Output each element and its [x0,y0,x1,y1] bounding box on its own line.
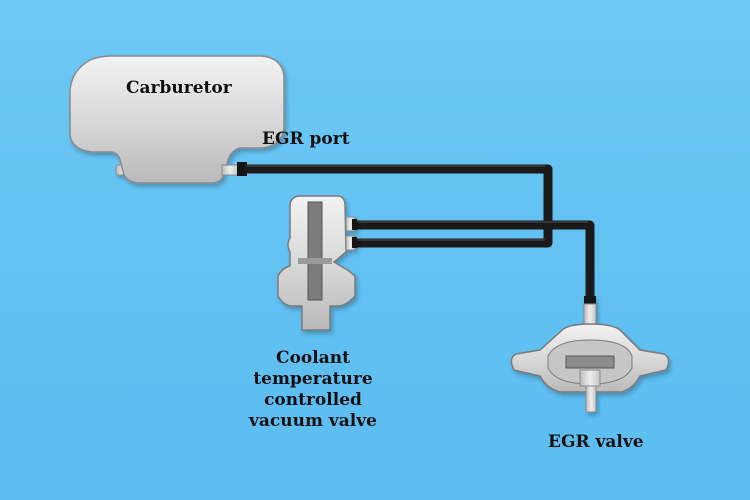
hose-highlights [246,165,588,241]
egr-valve-body [510,296,670,413]
carburetor-label: Carburetor [126,78,232,98]
hose-valve-to-egr [355,220,595,300]
coolant-valve-label-line-1: Coolant [276,348,350,368]
coolant-valve-label-line-3: controlled [264,390,362,410]
egr-valve-label: EGR valve [548,432,644,452]
egr-port-label: EGR port [262,129,350,149]
hose-carb-to-valve [246,164,553,248]
coolant-valve-label-line-4: vacuum valve [249,411,377,431]
coolant-vacuum-valve [277,195,357,331]
coolant-valve-label: Coolant temperature controlled vacuum va… [236,348,390,432]
coolant-valve-label-line-2: temperature [253,369,373,389]
carburetor-body [69,55,285,184]
egr-port-fitting [221,162,247,176]
vacuum-hoses [246,164,595,300]
